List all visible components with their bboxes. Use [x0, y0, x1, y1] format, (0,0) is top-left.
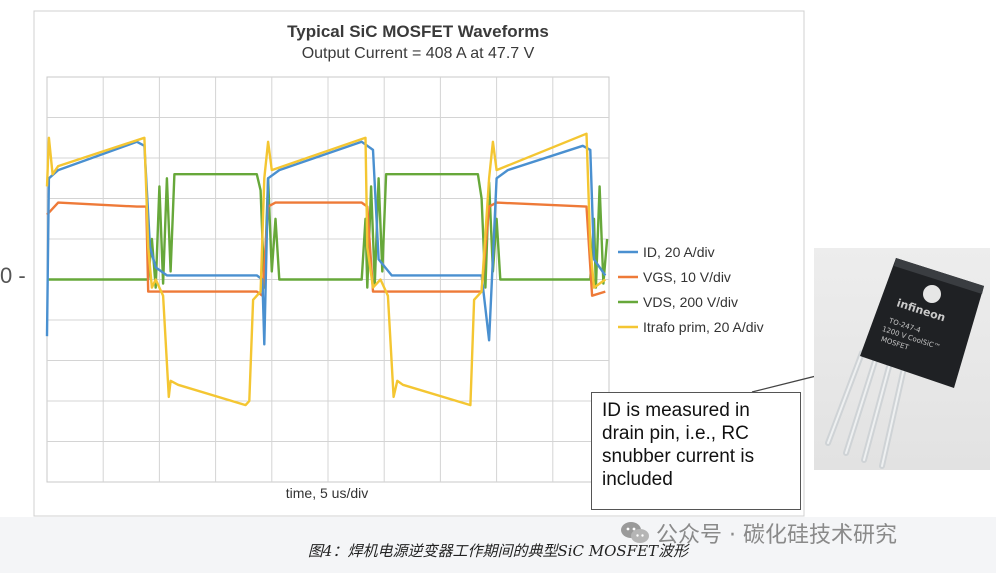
zero-marker: 0 - — [0, 263, 26, 288]
figure-caption: 图4：焊机电源逆变器工作期间的典型SiC MOSFET波形 — [307, 542, 689, 560]
chart-subtitle: Output Current = 408 A at 47.7 V — [302, 45, 535, 62]
product-photo: infineon TO-247-4 1200 V CoolSiC™ MOSFET — [814, 248, 990, 470]
chart-title: Typical SiC MOSFET Waveforms — [287, 22, 549, 41]
watermark-text: 公众号 · 碳化硅技术研究 — [656, 523, 897, 548]
traces — [45, 132, 609, 407]
sic-mosfet-package-icon: infineon TO-247-4 1200 V CoolSiC™ MOSFET — [825, 258, 984, 469]
legend-label-3: Itrafo prim, 20 A/div — [643, 319, 764, 335]
series-line-3 — [45, 132, 606, 407]
legend-label-2: VDS, 200 V/div — [643, 294, 738, 310]
wechat-icon — [621, 522, 649, 543]
caption-bar — [0, 517, 996, 573]
series-line-2 — [47, 172, 609, 289]
callout-box: ID is measured in drain pin, i.e., RC sn… — [591, 392, 801, 510]
watermark: 公众号 · 碳化硅技术研究 — [620, 518, 897, 548]
x-axis-label: time, 5 us/div — [286, 485, 368, 501]
legend-label-1: VGS, 10 V/div — [643, 269, 731, 285]
legend-label-0: ID, 20 A/div — [643, 244, 715, 260]
